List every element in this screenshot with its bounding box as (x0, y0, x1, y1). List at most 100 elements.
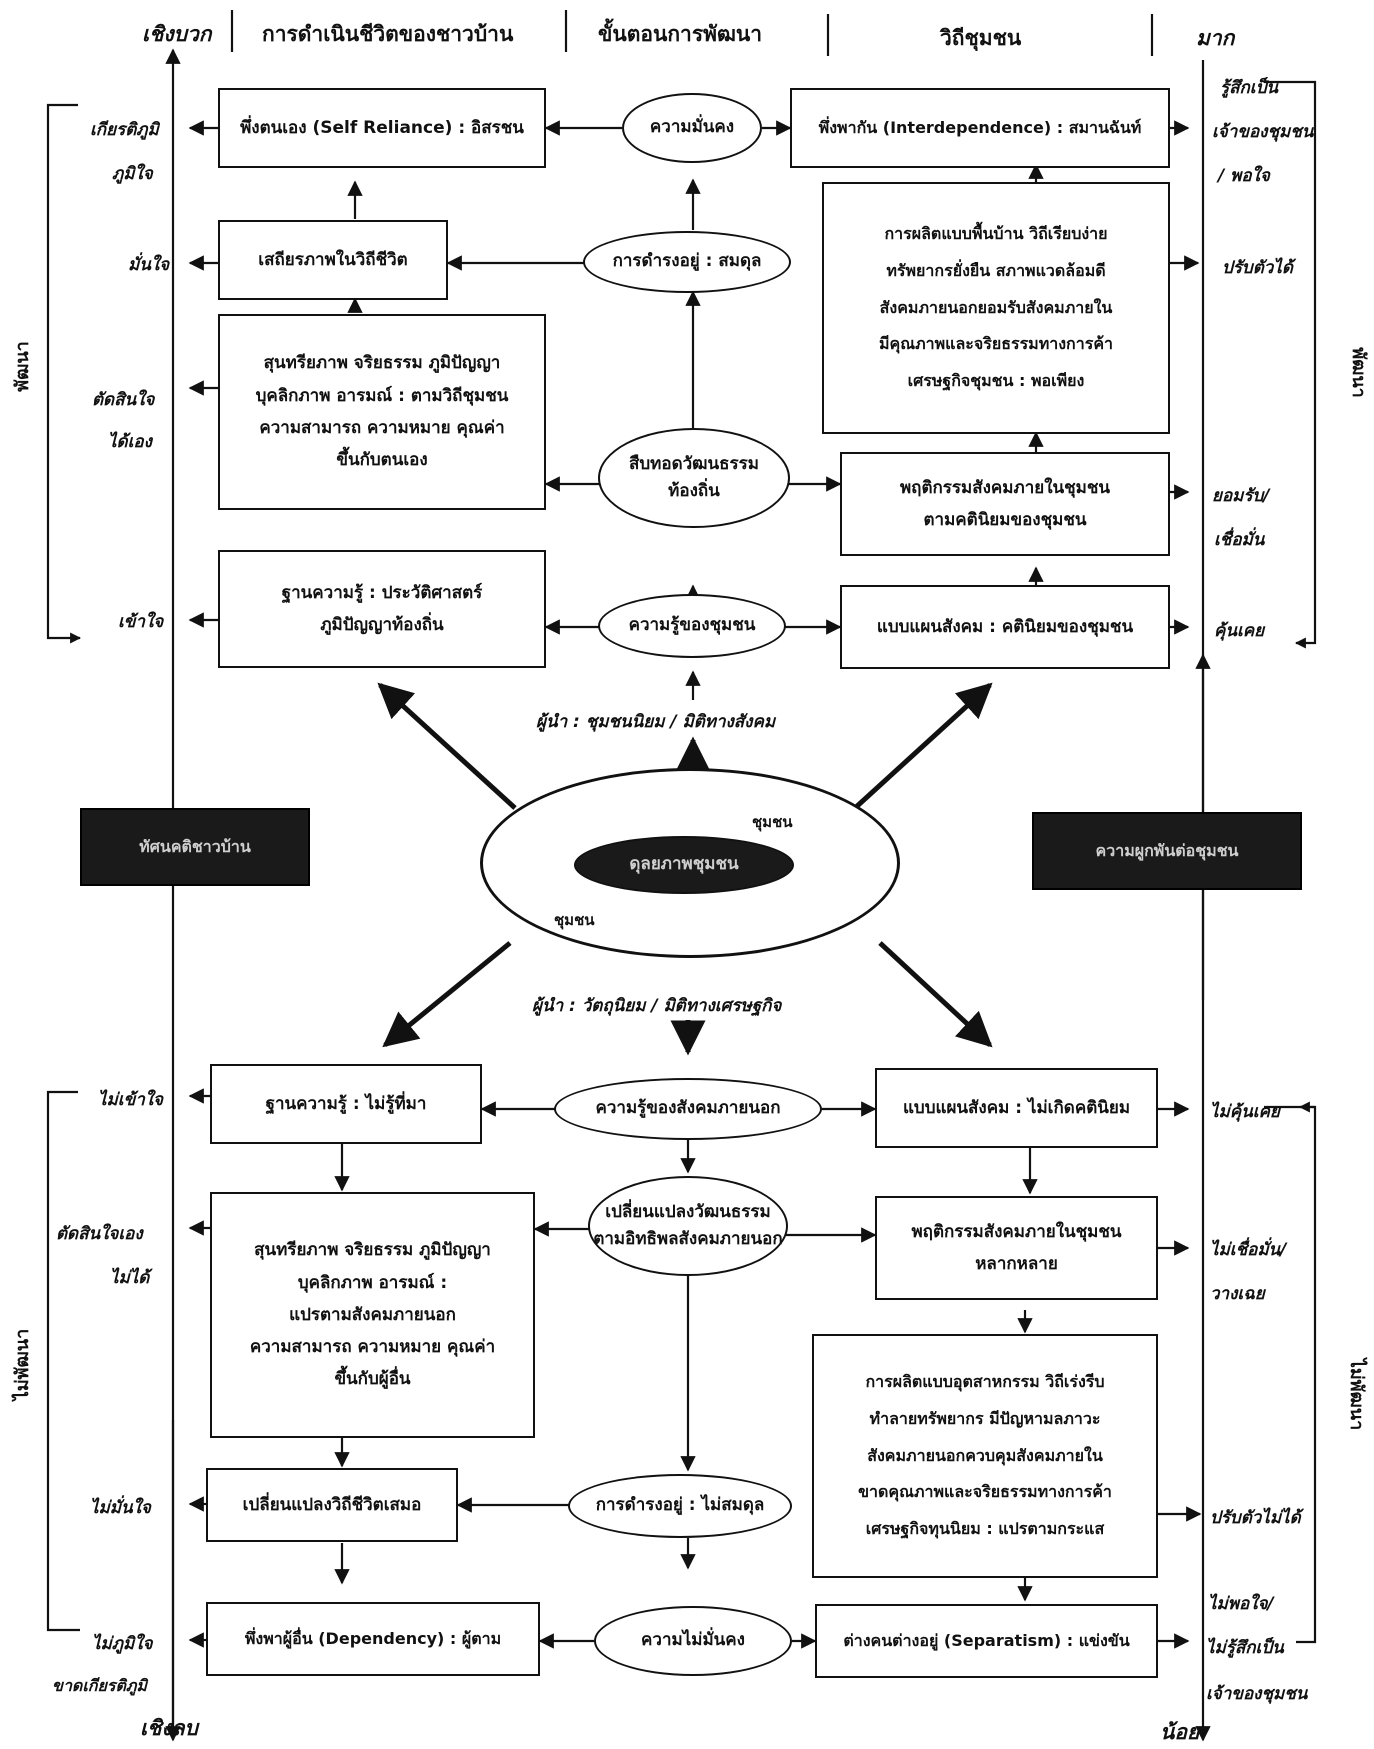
line-3: สังคมภายนอกยอมรับสังคมภายใน (879, 297, 1113, 317)
label-community-owner: เจ้าของชุมชน (1212, 122, 1314, 142)
label-trust: เชื่อมั่น (1214, 530, 1265, 550)
label-not-satisfied: ไม่พอใจ/ (1208, 1594, 1274, 1614)
box-social-pattern-none: แบบแผนสังคม : ไม่เกิดคตินิยม (875, 1068, 1158, 1148)
box-local-production: การผลิตแบบพื้นบ้าน วิถีเรียบง่าย ทรัพยาก… (822, 182, 1170, 434)
line-1: ฐานความรู้ : ประวัติศาสตร์ (281, 582, 483, 603)
line-1: พฤติกรรมสังคมภายในชุมชน (899, 477, 1111, 498)
footer-negative: เชิงลบ (140, 1716, 198, 1740)
ellipse-balanced-existence: การดำรงอยู่ : สมดุล (583, 231, 791, 293)
line-2: หลากหลาย (975, 1254, 1058, 1274)
box-knowledge-history: ฐานความรู้ : ประวัติศาสตร์ ภูมิปัญญาท้อง… (218, 550, 546, 668)
box-dependency: พึ่งพาผู้อื่น (Dependency) : ผู้ตาม (206, 1602, 540, 1676)
label-understand: เข้าใจ (118, 612, 164, 632)
box-separatism: ต่างคนต่างอยู่ (Separatism) : แข่งขัน (815, 1604, 1158, 1678)
label-adaptable: ปรับตัวได้ (1222, 258, 1293, 278)
dark-label-right-text: ความผูกพันต่อชุมชน (1095, 840, 1239, 860)
box-social-pattern-norms: แบบแผนสังคม : คตินิยมของชุมชน (840, 585, 1170, 669)
line-4: ขาดคุณภาพและจริยธรรมทางการค้า (858, 1482, 1112, 1502)
box-dependency-text: พึ่งพาผู้อื่น (Dependency) : ผู้ตาม (244, 1628, 502, 1648)
label-not-familiar: ไม่คุ้นเคย (1210, 1102, 1280, 1122)
label-not-proud: ไม่ภูมิใจ (92, 1634, 153, 1654)
line-2: ทำลายทรัพยากร มีปัญหามลภาวะ (869, 1408, 1101, 1428)
ellipse-insecurity: ความไม่มั่นคง (594, 1606, 792, 1676)
line-1: สุนทรียภาพ จริยธรรม ภูมิปัญญา (254, 1240, 491, 1261)
box-lifestyle-change: เปลี่ยนแปลงวิถีชีวิตเสมอ (206, 1468, 458, 1542)
line-2: บุคลิกภาพ อารมณ์ : ตามวิถีชุมชน (255, 385, 509, 406)
label-indifferent: วางเฉย (1210, 1284, 1265, 1304)
ellipse-unbalanced-existence: การดำรงอยู่ : ไม่สมดุล (568, 1474, 792, 1538)
box-life-stability: เสถียรภาพในวิถีชีวิต (218, 220, 448, 300)
ellipse-community-knowledge-text: ความรู้ของชุมชน (628, 615, 756, 636)
box-self-reliance-text: พึ่งตนเอง (Self Reliance) : อิสรชน (240, 117, 524, 138)
header-villager-life: การดำเนินชีวิตของชาวบ้าน (262, 22, 514, 46)
left-not-develop-label: ไม่พัฒนา (12, 1328, 34, 1401)
label-community-owner-bottom: เจ้าของชุมชน (1206, 1684, 1308, 1704)
ellipse-security: ความมั่นคง (622, 93, 762, 163)
leader-material-economic: ผู้นำ : วัตถุนิยม / มิติทางเศรษฐกิจ (532, 996, 782, 1016)
line-1: การผลิตแบบพื้นบ้าน วิถีเรียบง่าย (884, 224, 1108, 243)
label-feel-owner: รู้สึกเป็น (1220, 78, 1279, 98)
header-positive: เชิงบวก (142, 22, 212, 46)
center-label-community-bottom: ชุมชน (554, 911, 595, 929)
ellipse-insecurity-text: ความไม่มั่นคง (641, 1630, 745, 1651)
ellipse-community-knowledge: ความรู้ของชุมชน (598, 594, 786, 658)
footer-less: น้อย (1160, 1720, 1200, 1744)
label-familiar: คุ้นเคย (1214, 621, 1265, 641)
label-by-self: ได้เอง (108, 432, 152, 452)
label-confident: มั่นใจ (128, 255, 170, 275)
box-self-reliance: พึ่งตนเอง (Self Reliance) : อิสรชน (218, 88, 546, 168)
line-2: ตามอิทธิพลสังคมภายนอก (593, 1229, 783, 1249)
ellipse-culture-change: เปลี่ยนแปลงวัฒนธรรม ตามอิทธิพลสังคมภายนอ… (588, 1176, 788, 1276)
label-not-understand: ไม่เข้าใจ (98, 1090, 163, 1110)
header-community-way: วิถีชุมชน (940, 26, 1022, 50)
box-social-behavior-diverse: พฤติกรรมสังคมภายในชุมชน หลากหลาย (875, 1196, 1158, 1300)
box-social-pattern-none-text: แบบแผนสังคม : ไม่เกิดคตินิยม (902, 1097, 1131, 1118)
ellipse-inherit-culture: สืบทอดวัฒนธรรม ท้องถิ่น (598, 428, 790, 528)
box-interdependence: พึ่งพากัน (Interdependence) : สมานฉันท์ (790, 88, 1170, 168)
box-social-behavior-norms: พฤติกรรมสังคมภายในชุมชน ตามคตินิยมของชุม… (840, 452, 1170, 556)
line-1: สืบทอดวัฒนธรรม (629, 453, 759, 474)
box-knowledge-unknown: ฐานความรู้ : ไม่รู้ที่มา (210, 1064, 482, 1144)
ellipse-balanced-text: การดำรงอยู่ : สมดุล (612, 251, 762, 272)
leader-community-social: ผู้นำ : ชุมชนนิยม / มิติทางสังคม (536, 712, 776, 732)
center-label-community-top: ชุมชน (752, 813, 793, 831)
line-5: ขึ้นกับผู้อื่น (334, 1369, 411, 1390)
box-separatism-text: ต่างคนต่างอยู่ (Separatism) : แข่งขัน (843, 1630, 1130, 1650)
header-development-steps: ขั้นตอนการพัฒนา (598, 22, 763, 46)
line-4: ความสามารถ ความหมาย คุณค่า (249, 1337, 496, 1358)
line-5: เศรษฐกิจชุมชน : พอเพียง (907, 371, 1085, 391)
label-decide: ตัดสินใจ (92, 390, 155, 410)
label-cannot: ไม่ได้ (110, 1268, 150, 1288)
line-5: เศรษฐกิจทุนนิยม : แปรตามกระแส (865, 1519, 1105, 1539)
line-4: มีคุณภาพและจริยธรรมทางการค้า (878, 334, 1114, 354)
line-3: แปรตามสังคมภายนอก (289, 1304, 456, 1325)
line-3: ความสามารถ ความหมาย คุณค่า (259, 418, 505, 438)
box-interdependence-text: พึ่งพากัน (Interdependence) : สมานฉันท์ (818, 117, 1142, 137)
dark-label-community-bond: ความผูกพันต่อชุมชน (1032, 812, 1302, 890)
line-2: ทรัพยากรยั่งยืน สภาพแวดล้อมดี (886, 260, 1106, 280)
box-aesthetics-external: สุนทรียภาพ จริยธรรม ภูมิปัญญา บุคลิกภาพ … (210, 1192, 535, 1438)
label-dignity: เกียรติภูมิ (90, 120, 159, 140)
box-life-stability-text: เสถียรภาพในวิถีชีวิต (258, 249, 408, 270)
label-not-confident: ไม่มั่นใจ (90, 1498, 151, 1518)
ellipse-security-text: ความมั่นคง (649, 117, 735, 138)
line-2: บุคลิกภาพ อารมณ์ : (297, 1272, 448, 1293)
line-1: การผลิตแบบอุตสาหกรรม วิถีเร่งรีบ (865, 1372, 1105, 1391)
line-1: สุนทรียภาพ จริยธรรม ภูมิปัญญา (263, 353, 501, 374)
line-2: ตามคตินิยมของชุมชน (923, 510, 1087, 530)
line-2: ภูมิปัญญาท้องถิ่น (320, 615, 444, 635)
line-3: สังคมภายนอกควบคุมสังคมภายใน (867, 1445, 1103, 1465)
header-more: มาก (1196, 26, 1235, 50)
label-pride: ภูมิใจ (112, 164, 153, 184)
line-1: พฤติกรรมสังคมภายในชุมชน (911, 1221, 1122, 1242)
right-develop-label: พัฒนา (1347, 347, 1369, 398)
label-satisfied: / พอใจ (1218, 166, 1270, 186)
center-inner-balance: ดุลยภาพชุมชน (574, 836, 794, 894)
center-inner-text: ดุลยภาพชุมชน (629, 854, 739, 875)
dark-label-villager-attitude: ทัศนคติชาวบ้าน (80, 808, 310, 886)
dark-label-left-text: ทัศนคติชาวบ้าน (139, 836, 251, 856)
label-lack-dignity: ขาดเกียรติภูมิ (52, 1676, 147, 1695)
label-decide-self: ตัดสินใจเอง (56, 1224, 143, 1244)
ellipse-external-knowledge-text: ความรู้ของสังคมภายนอก (595, 1098, 781, 1119)
